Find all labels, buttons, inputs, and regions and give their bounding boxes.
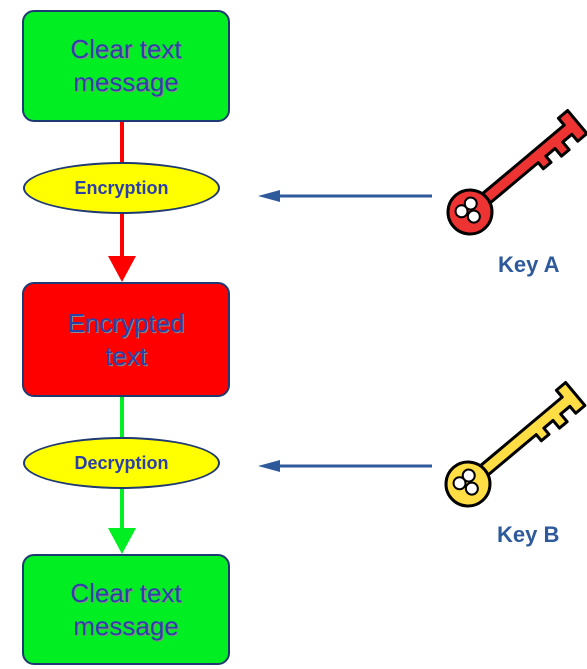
encrypted-text-box: Encrypted text [22,282,230,397]
flow-arrow-1 [108,256,136,282]
flow-arrow-2 [108,528,136,554]
key-a-arrow-head [258,190,280,202]
encryption-ellipse: Encryption [23,162,220,214]
decryption-ellipse: Decryption [23,437,220,489]
key-a-label: Key A [498,252,560,277]
key-b-label: Key B [497,522,560,547]
clear-text-box-top: Clear text message [22,10,230,122]
key-b-arrow-head [258,460,280,472]
clear-text-box-bottom: Clear text message [22,554,230,665]
